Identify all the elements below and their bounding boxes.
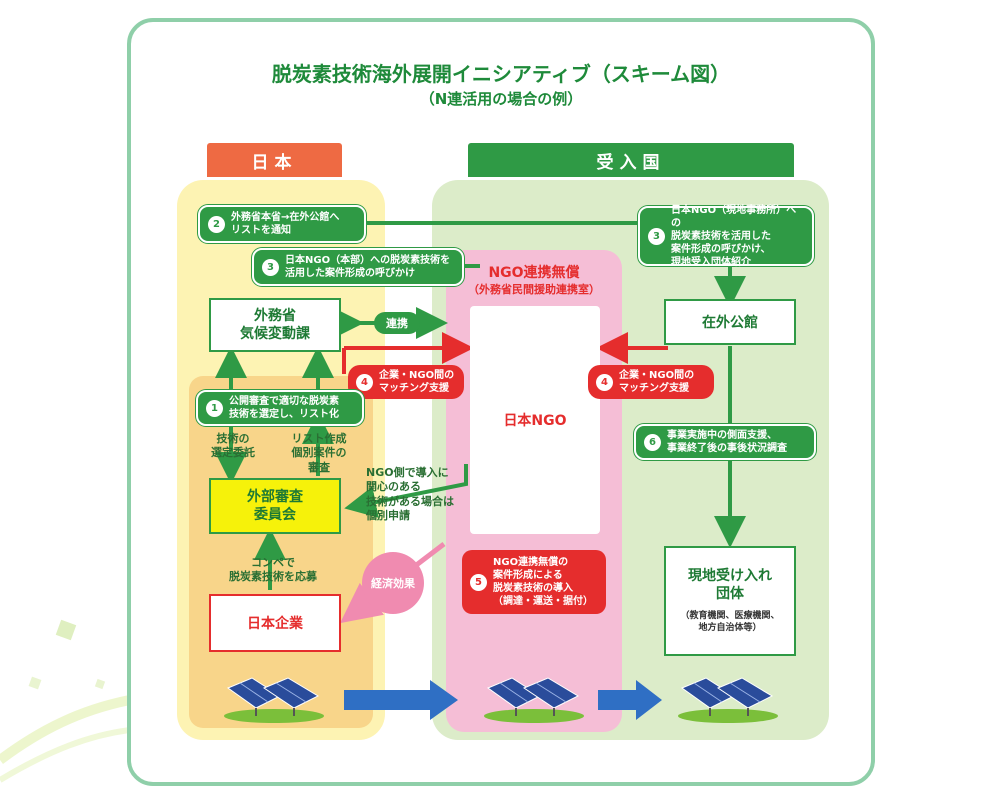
step-5-text: NGO連携無償の 案件形成による 脱炭素技術の導入 （調達・運送・据付） xyxy=(493,557,593,607)
tech-selection-label: 技術の 選定委託 xyxy=(211,432,255,460)
economic-effect-badge: 経済効果 xyxy=(362,552,424,614)
step-5-ngo-grant-introduction: 5 NGO連携無償の 案件形成による 脱炭素技術の導入 （調達・運送・据付） xyxy=(462,550,606,614)
japan-ngo-box: 日本NGO xyxy=(470,306,600,534)
step-3-hq-text: 日本NGO（本部）への脱炭素技術を 活用した案件形成の呼びかけ xyxy=(285,255,451,279)
embassy-box: 在外公館 xyxy=(664,299,796,345)
step-number-badge: 3 xyxy=(262,258,279,276)
japan-header: 日本 xyxy=(207,143,342,177)
local-org-note: （教育機関、医療機関、 地方自治体等） xyxy=(680,610,780,634)
step-number-badge: 3 xyxy=(648,227,665,245)
ngo-individual-apply-label: NGO側で導入に 関心のある 技術がある場合は 個別申請 xyxy=(366,466,454,522)
step-number-badge: 5 xyxy=(470,573,487,591)
step-3-call-ngo-local: 3 日本NGO（現地事務所）への 脱炭素技術を活用した 案件形成の呼びかけ、 現… xyxy=(638,204,814,268)
list-review-label: リスト作成 個別案件の 審査 xyxy=(291,432,347,474)
step-number-badge: 6 xyxy=(644,433,661,451)
step-4-matching-right: 4 企業・NGO間の マッチング支援 xyxy=(588,365,714,399)
step-number-badge: 1 xyxy=(206,399,223,417)
solar-panel-icon xyxy=(484,677,584,723)
japanese-company-box: 日本企業 xyxy=(209,594,341,652)
step-1-select-tech: 1 公開審査で適切な脱炭素 技術を選定し、リスト化 xyxy=(196,390,364,426)
solar-panel-icon xyxy=(678,677,778,723)
step-number-badge: 2 xyxy=(208,215,225,233)
diagram-title: 脱炭素技術海外展開イニシアティブ（スキーム図） xyxy=(271,62,731,86)
mofa-climate-division-box: 外務省 気候変動課 xyxy=(209,298,341,352)
step-6-support-followup: 6 事業実施中の側面支援、 事業終了後の事後状況調査 xyxy=(634,424,816,460)
step-3-local-text: 日本NGO（現地事務所）への 脱炭素技術を活用した 案件形成の呼びかけ、 現地受… xyxy=(671,204,797,268)
step-number-badge: 4 xyxy=(356,373,373,391)
step-1-text: 公開審査で適切な脱炭素 技術を選定し、リスト化 xyxy=(229,396,339,420)
step-3-call-ngo-hq: 3 日本NGO（本部）への脱炭素技術を 活用した案件形成の呼びかけ xyxy=(252,248,464,286)
renkei-label: 連携 xyxy=(374,312,420,334)
ngo-grant-title: NGO連携無償 xyxy=(488,265,580,281)
step-number-badge: 4 xyxy=(596,373,613,391)
step-4-matching-left: 4 企業・NGO間の マッチング支援 xyxy=(348,365,464,399)
step-4-left-text: 企業・NGO間の マッチング支援 xyxy=(379,370,455,394)
step-6-text: 事業実施中の側面支援、 事業終了後の事後状況調査 xyxy=(667,430,787,454)
external-review-committee-box: 外部審査 委員会 xyxy=(209,478,341,534)
local-org-title: 現地受け入れ 団体 xyxy=(688,568,772,603)
recipient-header: 受入国 xyxy=(468,143,794,177)
step-2-text: 外務省本省→在外公館へ リストを通知 xyxy=(231,212,340,236)
diagram-subtitle: （N連活用の場合の例） xyxy=(419,90,583,108)
ngo-grant-subtitle: （外務省民間援助連携室） xyxy=(468,283,600,296)
step-2-notify-embassy: 2 外務省本省→在外公館へ リストを通知 xyxy=(198,205,366,243)
local-receiving-org-box: 現地受け入れ 団体 （教育機関、医療機関、 地方自治体等） xyxy=(664,546,796,656)
competition-label: コンペで 脱炭素技術を応募 xyxy=(229,556,317,584)
solar-panel-icon xyxy=(224,677,324,723)
step-4-right-text: 企業・NGO間の マッチング支援 xyxy=(619,370,695,394)
decorative-swoosh xyxy=(0,619,130,783)
